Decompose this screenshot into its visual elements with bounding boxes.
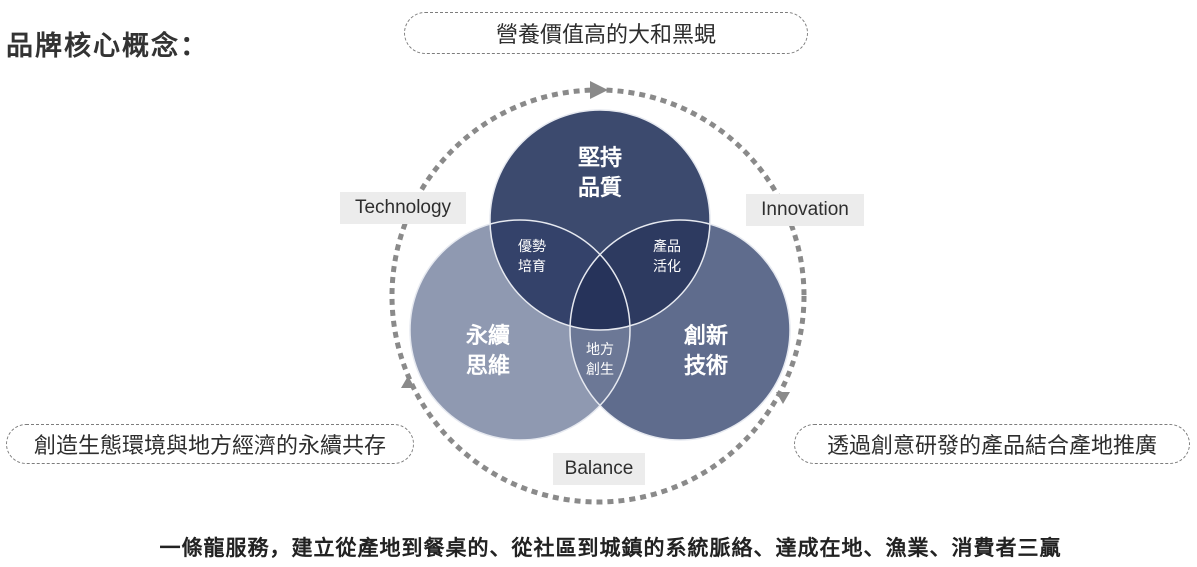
overlap-top-right-line1: 產品 [653,238,681,255]
page-title: 品牌核心概念： [6,31,209,62]
sustainability-label-line2: 思維 [466,353,510,379]
circle-innovation-outline [569,219,791,441]
circle-sustainability-outline [409,219,631,441]
innovation-label-line1: 創新 [684,323,728,349]
technology-tag: Technology [340,192,466,224]
top-concept-pill: 營養價值高的大和黑蜆 [404,12,808,54]
cycle-arrow-left-icon [401,376,415,388]
left-concept-pill: 創造生態環境與地方經濟的永續共存 [6,424,414,464]
overlap-top-right [570,220,710,330]
sustainability-label-line1: 永續 [466,323,510,349]
overlap-left-right-line2: 創生 [586,362,614,378]
top-concept-text: 營養價值高的大和黑蜆 [495,23,716,48]
innovation-tag: Innovation [746,194,864,226]
balance-tag-text: Balance [564,458,634,479]
left-concept-text: 創造生態環境與地方經濟的永續共存 [33,434,386,459]
innovation-label-line2: 技術 [684,353,728,379]
innovation-tag-text: Innovation [761,199,849,220]
circle-quality-outline [489,109,711,331]
overlap-top-right-line2: 活化 [653,259,681,275]
right-concept-pill: 透過創意研發的產品結合產地推廣 [794,424,1190,464]
cycle-arrow-top-icon [590,81,608,99]
quality-label-line2: 品質 [578,176,622,201]
technology-tag-text: Technology [354,197,452,218]
cycle-arrow-right-icon [776,392,790,404]
quality-label-line1: 堅持 [578,146,622,171]
overlap-left-right-line1: 地方 [586,342,614,358]
balance-tag: Balance [553,453,645,485]
summary-statement: 一條龍服務，建立從產地到餐桌的、從社區到城鎮的系統脈絡、達成在地、漁業、消費者三… [159,536,1062,560]
overlap-top-left-line1: 優勢 [518,239,546,255]
overlap-top-left [490,220,630,330]
right-concept-text: 透過創意研發的產品結合產地推廣 [826,434,1157,459]
overlap-top-left-line2: 培育 [518,259,546,275]
